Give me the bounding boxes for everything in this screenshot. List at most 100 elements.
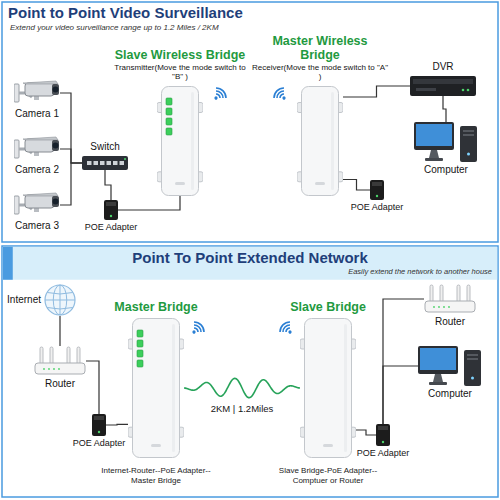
cable xyxy=(383,299,424,424)
graphic-part xyxy=(467,153,470,156)
graphic-part xyxy=(100,161,105,165)
label-stack: DVR xyxy=(432,61,453,73)
wifi-dot xyxy=(214,96,219,101)
graphic-part xyxy=(106,202,116,206)
label-stack: POE Adapter xyxy=(357,448,410,458)
device-label: Router xyxy=(45,378,75,390)
graphic-part xyxy=(50,347,53,365)
graphic-part xyxy=(162,87,199,196)
graphic-part xyxy=(104,200,118,220)
wifi-symbol xyxy=(210,86,228,104)
poe-adapter-node: POE Adapter xyxy=(370,180,384,200)
wifi-arc xyxy=(216,86,228,98)
dvr-icon xyxy=(410,76,476,96)
graphic-part xyxy=(113,161,118,165)
device-label: Camera 1 xyxy=(15,108,59,120)
graphic-part xyxy=(305,319,352,458)
graphic-part xyxy=(166,98,172,105)
graphic-part xyxy=(77,347,80,365)
section-subtitle: Easily extend the network to another hou… xyxy=(300,267,492,276)
graphic-part xyxy=(110,215,112,217)
label-stack: Computer xyxy=(424,164,468,176)
graphic-part xyxy=(467,285,470,303)
wiring-note: Internet-Router--PoE Adapter--Master Bri… xyxy=(91,466,221,485)
computer-icon xyxy=(414,122,478,162)
wifi-arc xyxy=(285,327,290,332)
graphic-part xyxy=(315,182,325,185)
computer-icon xyxy=(418,346,482,386)
graphic-part xyxy=(463,134,474,136)
camera-node: Camera 3 xyxy=(14,192,60,218)
graphic-part xyxy=(438,306,440,308)
bottom-panel xyxy=(2,246,498,497)
graphic-part xyxy=(471,377,474,380)
graphic-part xyxy=(94,161,99,165)
bridge-icon xyxy=(128,318,184,458)
mode-note: Receiver(Move the mode switch to "A" ) xyxy=(252,63,388,82)
graphic-part xyxy=(410,76,476,96)
poe-icon xyxy=(370,180,384,200)
device-label: POE Adapter xyxy=(357,448,410,458)
graphic-part xyxy=(67,347,70,365)
graphic-part xyxy=(35,363,85,374)
graphic-part xyxy=(82,156,128,170)
graphic-part xyxy=(166,118,172,125)
camera-node: Camera 2 xyxy=(14,136,60,162)
graphic-part xyxy=(448,306,450,308)
poe-adapter-node: POE Adapter xyxy=(104,200,118,220)
cable xyxy=(60,149,82,163)
graphic-part xyxy=(457,285,460,303)
graphic-part xyxy=(47,308,73,310)
graphic-part xyxy=(40,347,43,365)
camera-node: Camera 1 xyxy=(14,80,60,106)
label-stack: Camera 3 xyxy=(15,220,59,232)
graphic-part xyxy=(467,89,470,92)
bridge-icon xyxy=(300,318,356,458)
graphic-part xyxy=(58,368,60,370)
graphic-part xyxy=(137,350,143,357)
graphic-part xyxy=(120,161,125,165)
label-stack: Camera 2 xyxy=(15,164,59,176)
label-stack: Router xyxy=(45,378,75,390)
cable xyxy=(343,180,370,191)
graphic-part xyxy=(464,350,481,386)
graphic-part xyxy=(429,150,439,158)
router-node: Router xyxy=(424,284,476,314)
graphic-part xyxy=(23,193,58,196)
graphic-part xyxy=(87,161,92,165)
graphic-part xyxy=(53,368,55,370)
graphic-part xyxy=(53,87,59,93)
cable xyxy=(356,430,376,435)
graphic-part xyxy=(25,83,54,96)
label-stack: Computer xyxy=(428,388,472,400)
graphic-part xyxy=(166,108,172,115)
graphic-part xyxy=(52,84,59,95)
computer-node: Computer xyxy=(418,346,482,386)
graphic-part xyxy=(14,84,19,102)
bridge-heading: Master Wireless Bridge xyxy=(252,34,388,63)
graphic-part xyxy=(376,195,378,197)
graphic-part xyxy=(45,300,75,301)
graphic-part xyxy=(414,122,454,150)
label-stack: POE Adapter xyxy=(85,222,138,232)
label-stack: Camera 1 xyxy=(15,108,59,120)
device-label: POE Adapter xyxy=(351,202,404,212)
graphic-part xyxy=(92,414,106,436)
graphic-part xyxy=(94,416,104,420)
banner-tab xyxy=(3,247,13,280)
bridge-node: Master Wireless BridgeReceiver(Move the … xyxy=(297,86,343,196)
graphic-part xyxy=(302,87,339,196)
computer-node: Computer xyxy=(414,122,478,162)
device-label: Internet xyxy=(7,294,41,306)
graphic-part xyxy=(23,137,58,140)
label-stack: Slave Wireless BridgeTransmitter(Move th… xyxy=(112,48,248,82)
graphic-part xyxy=(443,306,445,308)
graphic-part xyxy=(467,358,478,360)
graphic-part xyxy=(323,444,333,447)
cable xyxy=(86,361,99,414)
distance-label: 2KM | 1.2Miles xyxy=(209,403,276,414)
graphic-part xyxy=(52,196,59,207)
graphic-part xyxy=(52,140,59,151)
graphic-part xyxy=(331,92,334,190)
wifi-dot xyxy=(192,330,197,335)
